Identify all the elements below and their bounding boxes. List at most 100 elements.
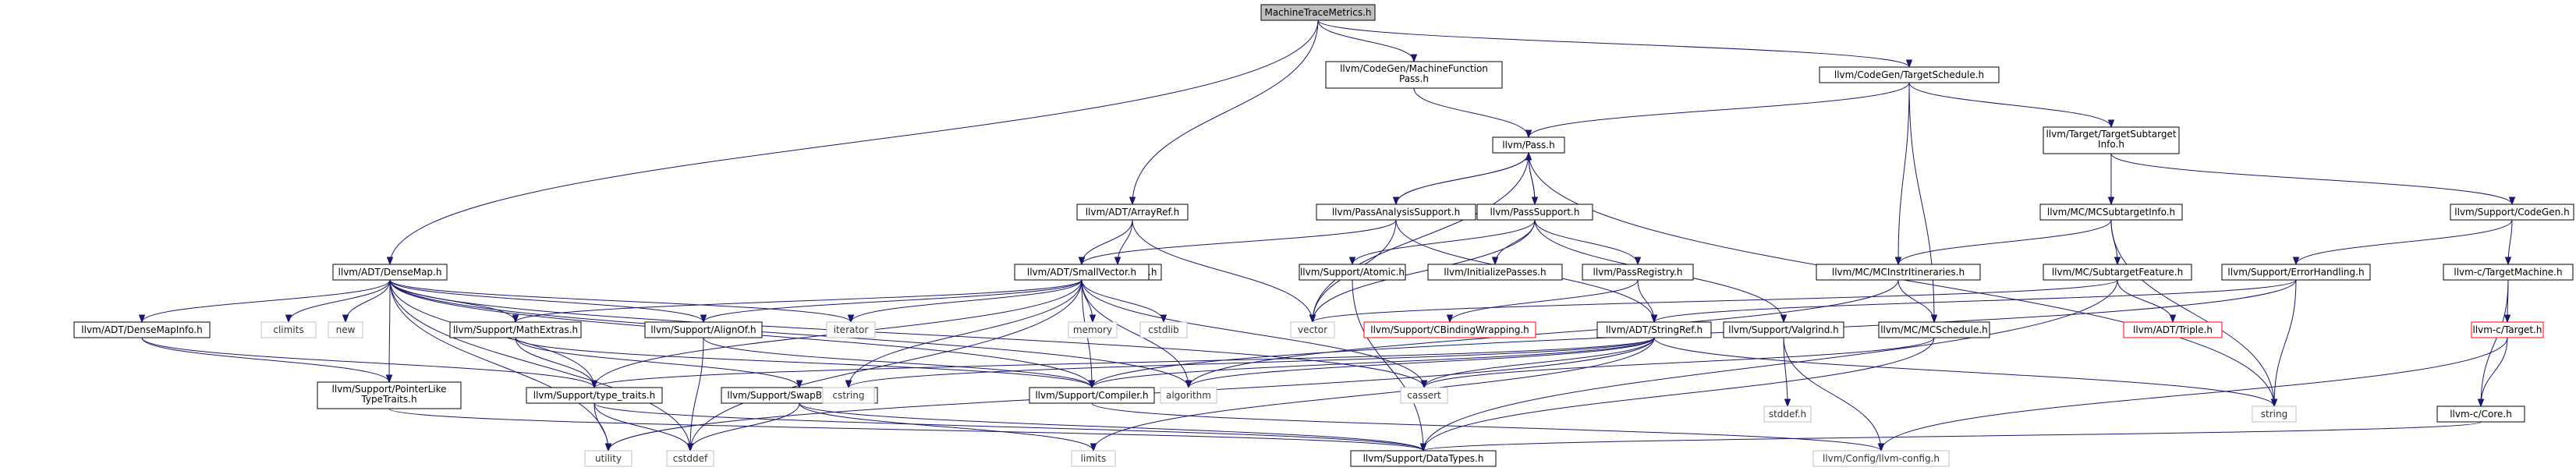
node-passregistry[interactable]: llvm/PassRegistry.h <box>1582 264 1694 281</box>
arrowhead-stringref-to-string <box>2270 398 2278 408</box>
arrowhead-pass-to-passanalysis <box>1392 197 1400 206</box>
edge-mcinstritin-to-algorithm <box>1188 279 1899 388</box>
edge-densemap-to-pointerlike <box>388 279 391 383</box>
edge-supcodegen-to-errorhandling <box>2295 219 2513 265</box>
node-smallvector-label: llvm/ADT/SmallVector.h <box>1027 267 1136 278</box>
node-cbinding[interactable]: llvm/Support/CBindingWrapping.h <box>1363 321 1536 338</box>
node-mcsubtargetinfo[interactable]: llvm/MC/MCSubtargetInfo.h <box>2039 204 2183 221</box>
node-mcschedule[interactable]: llvm/MC/MCSchedule.h <box>1878 321 1990 338</box>
node-densemapinfo-label: llvm/ADT/DenseMapInfo.h <box>81 324 202 335</box>
node-triple[interactable]: llvm/ADT/Triple.h <box>2123 321 2223 338</box>
node-tsched[interactable]: llvm/CodeGen/TargetSchedule.h <box>1819 66 2000 83</box>
node-mcsubfeature[interactable]: llvm/MC/SubtargetFeature.h <box>2043 264 2192 281</box>
node-mcsubtargetinfo-label: llvm/MC/MCSubtargetInfo.h <box>2047 207 2175 218</box>
arrowhead-arrayref-to-smallvector <box>1078 257 1086 266</box>
node-iterator-box <box>826 321 876 338</box>
edge-smallvector-to-alignof <box>703 279 1082 323</box>
arrowhead-root-to-densemap <box>386 257 394 266</box>
edge-densemapinfo-to-pointerlike <box>141 337 390 383</box>
node-densemapinfo[interactable]: llvm/ADT/DenseMapInfo.h <box>73 321 211 338</box>
node-arrayref[interactable]: llvm/ADT/ArrayRef.h <box>1076 204 1189 221</box>
edge-densemap-to-utility <box>389 279 609 452</box>
node-alignof-label: llvm/Support/AlignOf.h <box>650 324 756 335</box>
node-typetraits[interactable]: llvm/Support/type_traits.h <box>526 387 663 404</box>
edge-densemap-to-cassert <box>389 279 1425 388</box>
node-initpasses[interactable]: llvm/InitializePasses.h <box>1427 264 1563 281</box>
node-ccore-label: llvm-c/Core.h <box>2450 409 2512 420</box>
edge-tsched-to-mcinstritin <box>1897 82 1910 265</box>
node-cstddef-label: cstddef <box>673 453 708 464</box>
edge-densemapinfo-to-typetraits <box>141 337 595 388</box>
node-limits-box <box>1071 450 1116 467</box>
node-root[interactable]: MachineTraceMetrics.h <box>1260 4 1376 21</box>
node-datatypes[interactable]: llvm/Support/DataTypes.h <box>1350 450 1497 467</box>
edge-densemap-to-cstddef <box>389 279 691 452</box>
node-densemapinfo-box <box>73 321 211 338</box>
edge-errorhandling-to-string <box>2273 279 2297 407</box>
node-cstdlib-box <box>1139 321 1188 338</box>
node-valgrind[interactable]: llvm/Support/Valgrind.h <box>1723 321 1844 338</box>
arrowhead-tsubtarget-to-supcodegen <box>2508 197 2516 206</box>
arrowhead-tsubtarget-to-mcsubtargetinfo <box>2107 197 2115 206</box>
node-pass[interactable]: llvm/Pass.h <box>1492 136 1565 154</box>
node-ccore[interactable]: llvm-c/Core.h <box>2436 405 2525 423</box>
node-initpasses-label: llvm/InitializePasses.h <box>1444 267 1546 278</box>
node-ctarget[interactable]: llvm-c/Target.h <box>2471 321 2544 338</box>
node-climits-box <box>260 321 317 338</box>
node-pass-box <box>1492 136 1565 154</box>
edge-ctarget-to-config <box>1880 337 2508 452</box>
node-passanalysis[interactable]: llvm/PassAnalysisSupport.h <box>1316 204 1476 221</box>
edge-mcsubtargetinfo-to-string <box>2110 219 2275 407</box>
node-smallvector[interactable]: llvm/ADT/SmallVector.h <box>1014 264 1150 281</box>
node-targetmachine-label: llvm-c/TargetMachine.h <box>2454 267 2562 278</box>
node-mathextras[interactable]: llvm/Support/MathExtras.h <box>449 321 582 338</box>
node-compiler[interactable]: llvm/Support/Compiler.h <box>1029 387 1155 404</box>
edge-swapbyte-to-cstddef <box>689 402 800 452</box>
node-root-label: MachineTraceMetrics.h <box>1264 7 1371 18</box>
arrowhead-ctarget-to-ccore <box>2477 398 2485 408</box>
node-atomic[interactable]: llvm/Support/Atomic.h <box>1299 264 1406 281</box>
node-root-box <box>1260 4 1376 21</box>
edge-passsupport-to-passregistry <box>1534 219 1639 265</box>
node-stringref[interactable]: llvm/ADT/StringRef.h <box>1596 321 1712 338</box>
arrowhead-stringref-to-compiler <box>1088 380 1096 389</box>
arrowhead-mcschedule-to-cassert <box>1420 380 1428 389</box>
node-climits: climits <box>260 321 317 338</box>
node-ctarget-box <box>2471 321 2544 338</box>
edge-alignof-to-compiler <box>703 337 1093 388</box>
node-config: llvm/Config/llvm-config.h <box>1812 450 1950 467</box>
node-densemap[interactable]: llvm/ADT/DenseMap.h <box>332 264 448 281</box>
node-targetmachine[interactable]: llvm-c/TargetMachine.h <box>2443 264 2574 281</box>
node-utility-label: utility <box>595 453 622 464</box>
node-initpasses-box <box>1427 264 1563 281</box>
node-supcodegen[interactable]: llvm/Support/CodeGen.h <box>2450 204 2574 221</box>
node-errorhandling[interactable]: llvm/Support/ErrorHandling.h <box>2221 264 2371 281</box>
arrowhead-root-to-tsched <box>1905 59 1913 69</box>
node-passsupport[interactable]: llvm/PassSupport.h <box>1476 204 1593 221</box>
node-mcinstritin[interactable]: llvm/MC/MCInstrItineraries.h <box>1816 264 1981 281</box>
node-tsubtarget-label: llvm/Target/TargetSubtarget <box>2046 129 2176 140</box>
edge-densemap-to-climits <box>288 279 391 323</box>
arrowhead-stringref-to-algorithm <box>1185 380 1192 389</box>
edge-compiler-to-config <box>1091 402 1882 452</box>
edge-densemap-to-alignof <box>389 279 704 323</box>
edge-stringref-to-algorithm <box>1188 337 1655 388</box>
node-mfpass-box <box>1325 61 1503 89</box>
node-stddef-box <box>1763 405 1812 423</box>
edge-passanalysis-to-smallvector <box>1081 219 1397 265</box>
arrowhead-targetmachine-to-ctarget <box>2503 314 2511 324</box>
edge-tsched-to-tsubtarget <box>1908 82 2112 128</box>
node-densemap-label: llvm/ADT/DenseMap.h <box>338 267 442 278</box>
node-cstring: cstring <box>822 387 875 404</box>
arrowhead-passregistry-to-cbinding <box>1446 314 1454 324</box>
node-compiler-label: llvm/Support/Compiler.h <box>1035 390 1148 401</box>
arrowhead-passsupport-to-pass <box>1525 151 1532 161</box>
node-vector: vector <box>1290 321 1335 338</box>
node-alignof[interactable]: llvm/Support/AlignOf.h <box>644 321 763 338</box>
node-pointerlike-label: llvm/Support/PointerLike <box>331 384 446 395</box>
edge-smallvector-to-cstring <box>848 279 1082 388</box>
node-mcschedule-box <box>1878 321 1990 338</box>
